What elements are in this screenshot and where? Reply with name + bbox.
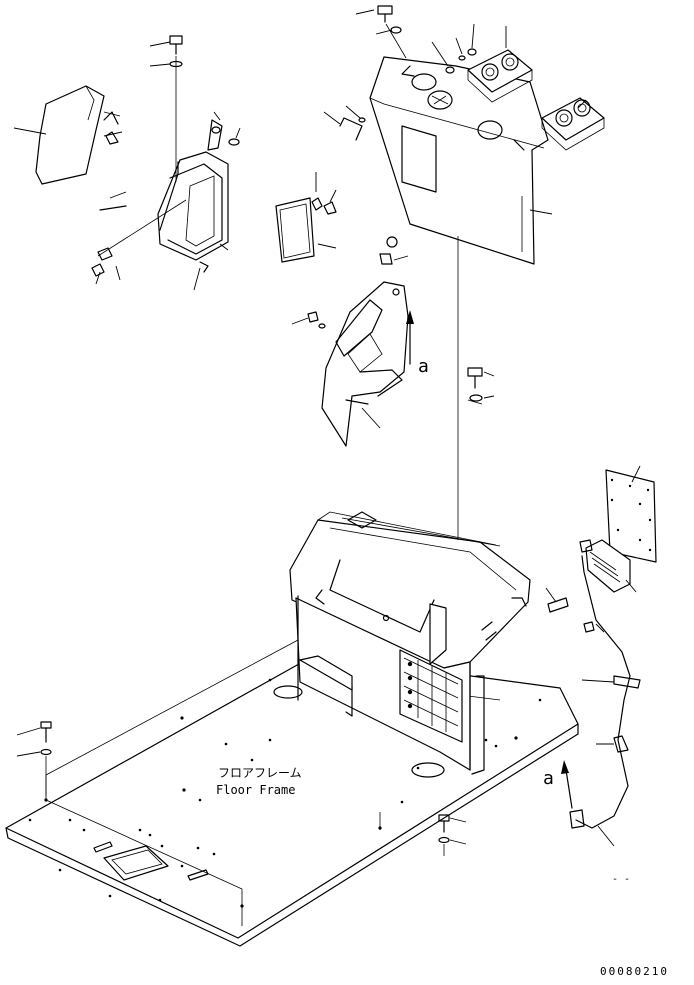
bottom-mark: - - bbox=[612, 874, 630, 885]
wiring-harness bbox=[547, 555, 641, 829]
left-cover-fasteners bbox=[91, 35, 240, 277]
floor-frame-label-jp: フロアフレーム bbox=[218, 766, 302, 780]
figure-number: 00080210 bbox=[600, 965, 669, 978]
floor-frame-label-en: Floor Frame bbox=[216, 783, 295, 797]
air-vent-left bbox=[467, 49, 533, 103]
leader-lines bbox=[13, 9, 641, 847]
controller-bracket-plate bbox=[605, 469, 657, 563]
air-vent-right bbox=[541, 97, 605, 151]
middle-side-panel bbox=[321, 281, 409, 447]
controller-unit bbox=[579, 539, 631, 593]
console-vent-grille bbox=[399, 649, 463, 743]
view-marker-a-upper-text: a bbox=[418, 356, 429, 377]
floor-bolt-right bbox=[438, 814, 467, 856]
view-marker-a-lower: a bbox=[543, 760, 573, 809]
mid-fasteners bbox=[307, 236, 483, 402]
heater-duct-panel bbox=[369, 56, 549, 265]
floor-bolt-left bbox=[16, 721, 52, 796]
left-side-cover bbox=[157, 56, 229, 261]
left-panel-curved bbox=[35, 85, 105, 185]
view-marker-a-upper: a bbox=[406, 310, 429, 377]
assembly-center-lines bbox=[385, 23, 483, 540]
console-box bbox=[289, 511, 531, 775]
view-marker-a-lower-text: a bbox=[543, 768, 554, 789]
filter-cover bbox=[275, 197, 337, 263]
floor-frame: フロアフレーム Floor Frame bbox=[5, 639, 579, 947]
